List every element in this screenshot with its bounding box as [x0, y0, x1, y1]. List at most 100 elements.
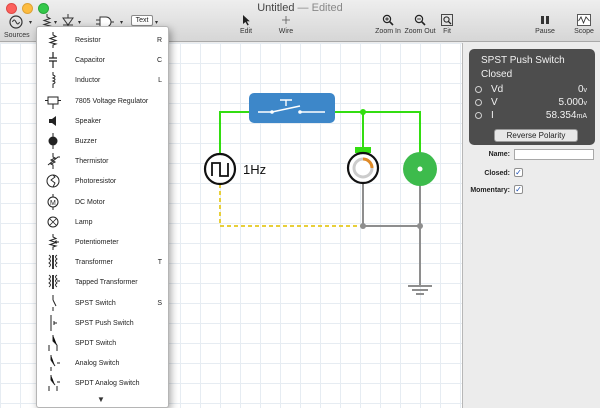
menu-item-label: Lamp — [75, 218, 93, 226]
spdt-analog-switch-icon — [48, 375, 60, 392]
menu-item-analog-switch[interactable]: Analog Switch — [37, 353, 168, 373]
menu-scroll-down-arrow[interactable]: ▼ — [97, 395, 105, 404]
menu-item-label: Potentiometer — [75, 239, 119, 246]
reading-name: Vd — [491, 84, 504, 95]
menu-item-shortcut: T — [157, 259, 162, 267]
reading-i[interactable]: I 58.354mA — [473, 110, 591, 122]
menu-item-label: Capacitor — [75, 57, 105, 65]
closed-checkbox[interactable]: ✓ — [514, 168, 523, 177]
text-dropdown-arrow[interactable]: ▾ — [155, 20, 159, 26]
menu-item-label: SPDT Switch — [75, 340, 117, 347]
pointer-icon — [243, 15, 250, 26]
spst-push-switch-component[interactable] — [249, 93, 335, 123]
menu-item-buzzer[interactable]: Buzzer — [37, 131, 168, 151]
thermistor-icon — [47, 153, 60, 170]
menu-item-spst-push-switch[interactable]: SPST Push Switch — [37, 313, 168, 333]
menu-item-lamp[interactable]: Lamp — [37, 212, 168, 232]
reading-value: 58.354mA — [545, 110, 587, 121]
component-info-hud: SPST Push Switch Closed Vd 0v V 5.000v I… — [469, 49, 595, 145]
closed-label: Closed: — [484, 170, 510, 177]
fit-button[interactable]: Fit — [438, 14, 456, 35]
name-field[interactable] — [514, 149, 594, 160]
reading-vd[interactable]: Vd 0v — [473, 84, 591, 96]
radio-button[interactable] — [475, 86, 482, 93]
semiconductors-dropdown-arrow[interactable]: ▾ — [78, 20, 82, 26]
wire-tool-button[interactable]: Wire — [272, 14, 300, 35]
menu-item-thermistor[interactable]: Thermistor — [37, 151, 168, 171]
close-window-button[interactable] — [6, 3, 17, 14]
circuit-diagram[interactable]: 1Hz — [0, 43, 462, 408]
menu-item-potentiometer[interactable]: Potentiometer — [37, 232, 168, 252]
menu-item-label: DC Motor — [75, 198, 105, 206]
green-light-component[interactable] — [403, 152, 437, 186]
analog-switch-icon — [50, 355, 60, 372]
svg-text:M: M — [50, 200, 56, 207]
dc-motor-icon: M — [47, 193, 59, 210]
zoom-window-button[interactable] — [38, 3, 49, 14]
menu-item-transformer[interactable]: Transformer T — [37, 252, 168, 272]
gates-dropdown-arrow[interactable]: ▾ — [120, 20, 124, 26]
resistor-icon — [48, 32, 58, 48]
ground-symbol[interactable] — [408, 285, 432, 295]
menu-item-spdt-analog-switch[interactable]: SPDT Analog Switch — [37, 373, 168, 393]
zoom-in-label: Zoom In — [375, 28, 401, 35]
menu-item-inductor[interactable]: Inductor L — [37, 70, 168, 90]
capacitor-icon — [49, 52, 57, 69]
reading-v[interactable]: V 5.000v — [473, 97, 591, 109]
menu-item-label: Thermistor — [75, 158, 109, 166]
inductor-icon — [51, 72, 56, 89]
zoom-out-button[interactable]: Zoom Out — [403, 14, 437, 35]
component-state: Closed — [481, 69, 513, 80]
menu-item-photoresistor[interactable]: Photoresistor — [37, 171, 168, 191]
document-name: Untitled — [257, 2, 295, 14]
menu-item-label: Tapped Transformer — [75, 279, 138, 287]
idle-wire[interactable] — [362, 182, 421, 286]
menu-item-7805-voltage-regulator[interactable]: 7805 Voltage Regulator — [37, 91, 168, 111]
zoom-in-icon — [382, 14, 394, 26]
menu-item-label: SPDT Analog Switch — [75, 380, 140, 388]
ammeter-component[interactable] — [346, 147, 380, 185]
oscilloscope-icon — [577, 14, 591, 26]
pause-button[interactable]: Pause — [531, 14, 559, 35]
zoom-in-button[interactable]: Zoom In — [373, 14, 403, 35]
menu-item-label: Resistor — [75, 37, 101, 44]
components-dropdown-arrow[interactable]: ▾ — [54, 20, 58, 26]
momentary-checkbox[interactable]: ✓ — [514, 185, 523, 194]
scope-button[interactable]: Scope — [570, 14, 598, 35]
menu-item-dc-motor[interactable]: M DC Motor — [37, 192, 168, 212]
menu-item-speaker[interactable]: Speaker — [37, 111, 168, 131]
sources-dropdown-arrow[interactable]: ▾ — [29, 20, 33, 26]
menu-item-label: SPST Push Switch — [75, 319, 134, 327]
menu-item-tapped-transformer[interactable]: Tapped Transformer — [37, 272, 168, 292]
minimize-window-button[interactable] — [22, 3, 33, 14]
square-wave-source[interactable] — [203, 152, 237, 186]
reading-name: I — [491, 110, 494, 121]
speaker-icon — [49, 115, 56, 126]
reading-name: V — [491, 97, 498, 108]
sources-button[interactable]: Sources — [4, 14, 30, 39]
menu-item-label: Buzzer — [75, 138, 97, 145]
source-frequency-label: 1Hz — [243, 162, 266, 177]
wire-junction — [360, 223, 366, 229]
menu-item-shortcut: L — [158, 77, 162, 85]
fit-label: Fit — [443, 28, 451, 35]
menu-item-spdt-switch[interactable]: SPDT Switch — [37, 333, 168, 353]
reverse-polarity-button[interactable]: Reverse Polarity — [494, 129, 578, 142]
reading-value: 5.000v — [558, 97, 587, 108]
ground-return-wire[interactable] — [219, 184, 363, 227]
edit-tool-button[interactable]: Edit — [232, 14, 260, 35]
menu-item-label: Transformer — [75, 259, 113, 267]
pause-icon — [541, 16, 549, 24]
window-title: Untitled — Edited — [0, 2, 600, 14]
radio-button[interactable] — [475, 112, 482, 119]
sources-label: Sources — [4, 32, 30, 39]
text-button[interactable]: Text — [131, 15, 153, 26]
radio-button[interactable] — [475, 99, 482, 106]
menu-item-label: Inductor — [75, 77, 101, 85]
wire-junction — [360, 109, 366, 115]
document-status: — Edited — [297, 2, 343, 14]
